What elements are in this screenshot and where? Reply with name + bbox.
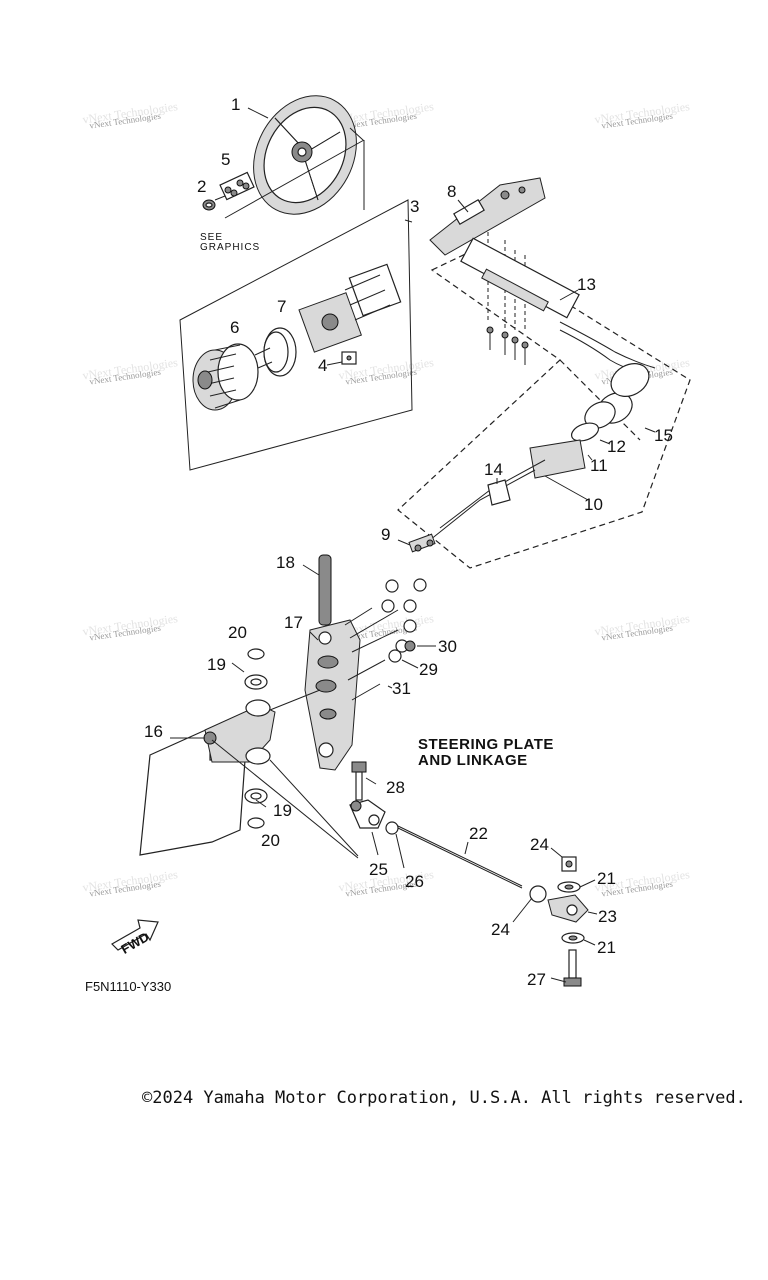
callout-30: 30 [438,637,457,656]
diagram-title: AND LINKAGE [418,752,528,769]
nut-part-2 [202,199,216,211]
diagram-title: STEERING PLATE [418,736,554,753]
callout-1: 1 [231,95,240,114]
callout-9: 9 [381,525,390,544]
bolt-part-27 [563,949,582,987]
rod-end-part-23 [547,894,589,923]
callout-21-lower: 21 [597,938,616,957]
throttle-lever-part-8 [429,177,546,256]
nuts-washers [381,578,427,663]
callout-23: 23 [598,907,617,926]
washer-part-5 [219,171,255,201]
callout-18: 18 [276,553,295,572]
callout-27: 27 [527,970,546,989]
callout-26: 26 [405,872,424,891]
washer-part-19-top [244,674,268,690]
callout-22: 22 [469,824,488,843]
steering-rod-part-22 [397,825,523,889]
shift-cable-part-13 [460,237,656,373]
callout-24-upper: 24 [530,835,549,854]
rod-end-part-25 [349,799,386,829]
callout-25: 25 [369,860,388,879]
end-fitting-part-9 [408,533,436,553]
callouts: 1 2 3 4 5 6 7 8 9 10 11 12 13 14 15 16 1… [144,95,673,989]
callout-10: 10 [584,495,603,514]
clip-part-4 [341,351,357,365]
callout-16: 16 [144,722,163,741]
bolt-part-28 [351,761,367,801]
drawing-code: F5N1110-Y330 [85,979,171,994]
helm-bezel-part-6 [192,343,259,411]
callout-13: 13 [577,275,596,294]
boot-part-14 [487,479,511,506]
callout-14: 14 [484,460,503,479]
helm-ring-part-7 [263,327,297,377]
callout-29: 29 [419,660,438,679]
boot-part-15 [584,363,650,429]
callout-12: 12 [607,437,626,456]
studs [344,607,399,701]
tiller-arm-part-16 [139,699,276,856]
callout-5: 5 [221,150,230,169]
callout-8: 8 [447,182,456,201]
clip-part-20-bottom [247,817,265,829]
clamp-part-12 [570,422,600,442]
see-graphics-text: GRAPHICS [200,242,260,253]
callout-7: 7 [277,297,286,316]
callout-24-lower: 24 [491,920,510,939]
callout-6: 6 [230,318,239,337]
washer-part-19-bottom [244,788,268,804]
callout-21-upper: 21 [597,869,616,888]
copyright-notice: ©2024 Yamaha Motor Corporation, U.S.A. A… [142,1088,746,1108]
callout-19-top: 19 [207,655,226,674]
callout-15: 15 [654,426,673,445]
helm-mechanism [254,263,402,369]
see-graphics-text: SEE [200,232,223,243]
clip-part-20-top [247,648,265,660]
callout-17: 17 [284,613,303,632]
callout-20-top: 20 [228,623,247,642]
callout-3: 3 [410,197,419,216]
nut-part-26 [385,821,399,835]
callout-2: 2 [197,177,206,196]
callout-31: 31 [392,679,411,698]
callout-19-bottom: 19 [273,801,292,820]
rod-part-18 [318,554,332,626]
washer-part-21-lower [561,932,585,944]
callout-28: 28 [386,778,405,797]
fwd-arrow-icon: FWD [111,919,159,957]
callout-20-bottom: 20 [261,831,280,850]
callout-11: 11 [590,456,608,475]
washer-part-21-upper [557,881,581,893]
callout-4: 4 [318,356,327,375]
steering-wheel [253,95,357,215]
steering-plate-bracket-part-17 [304,619,361,771]
nut-part-24-lower [529,885,547,903]
nut-part-24-upper [561,856,577,872]
